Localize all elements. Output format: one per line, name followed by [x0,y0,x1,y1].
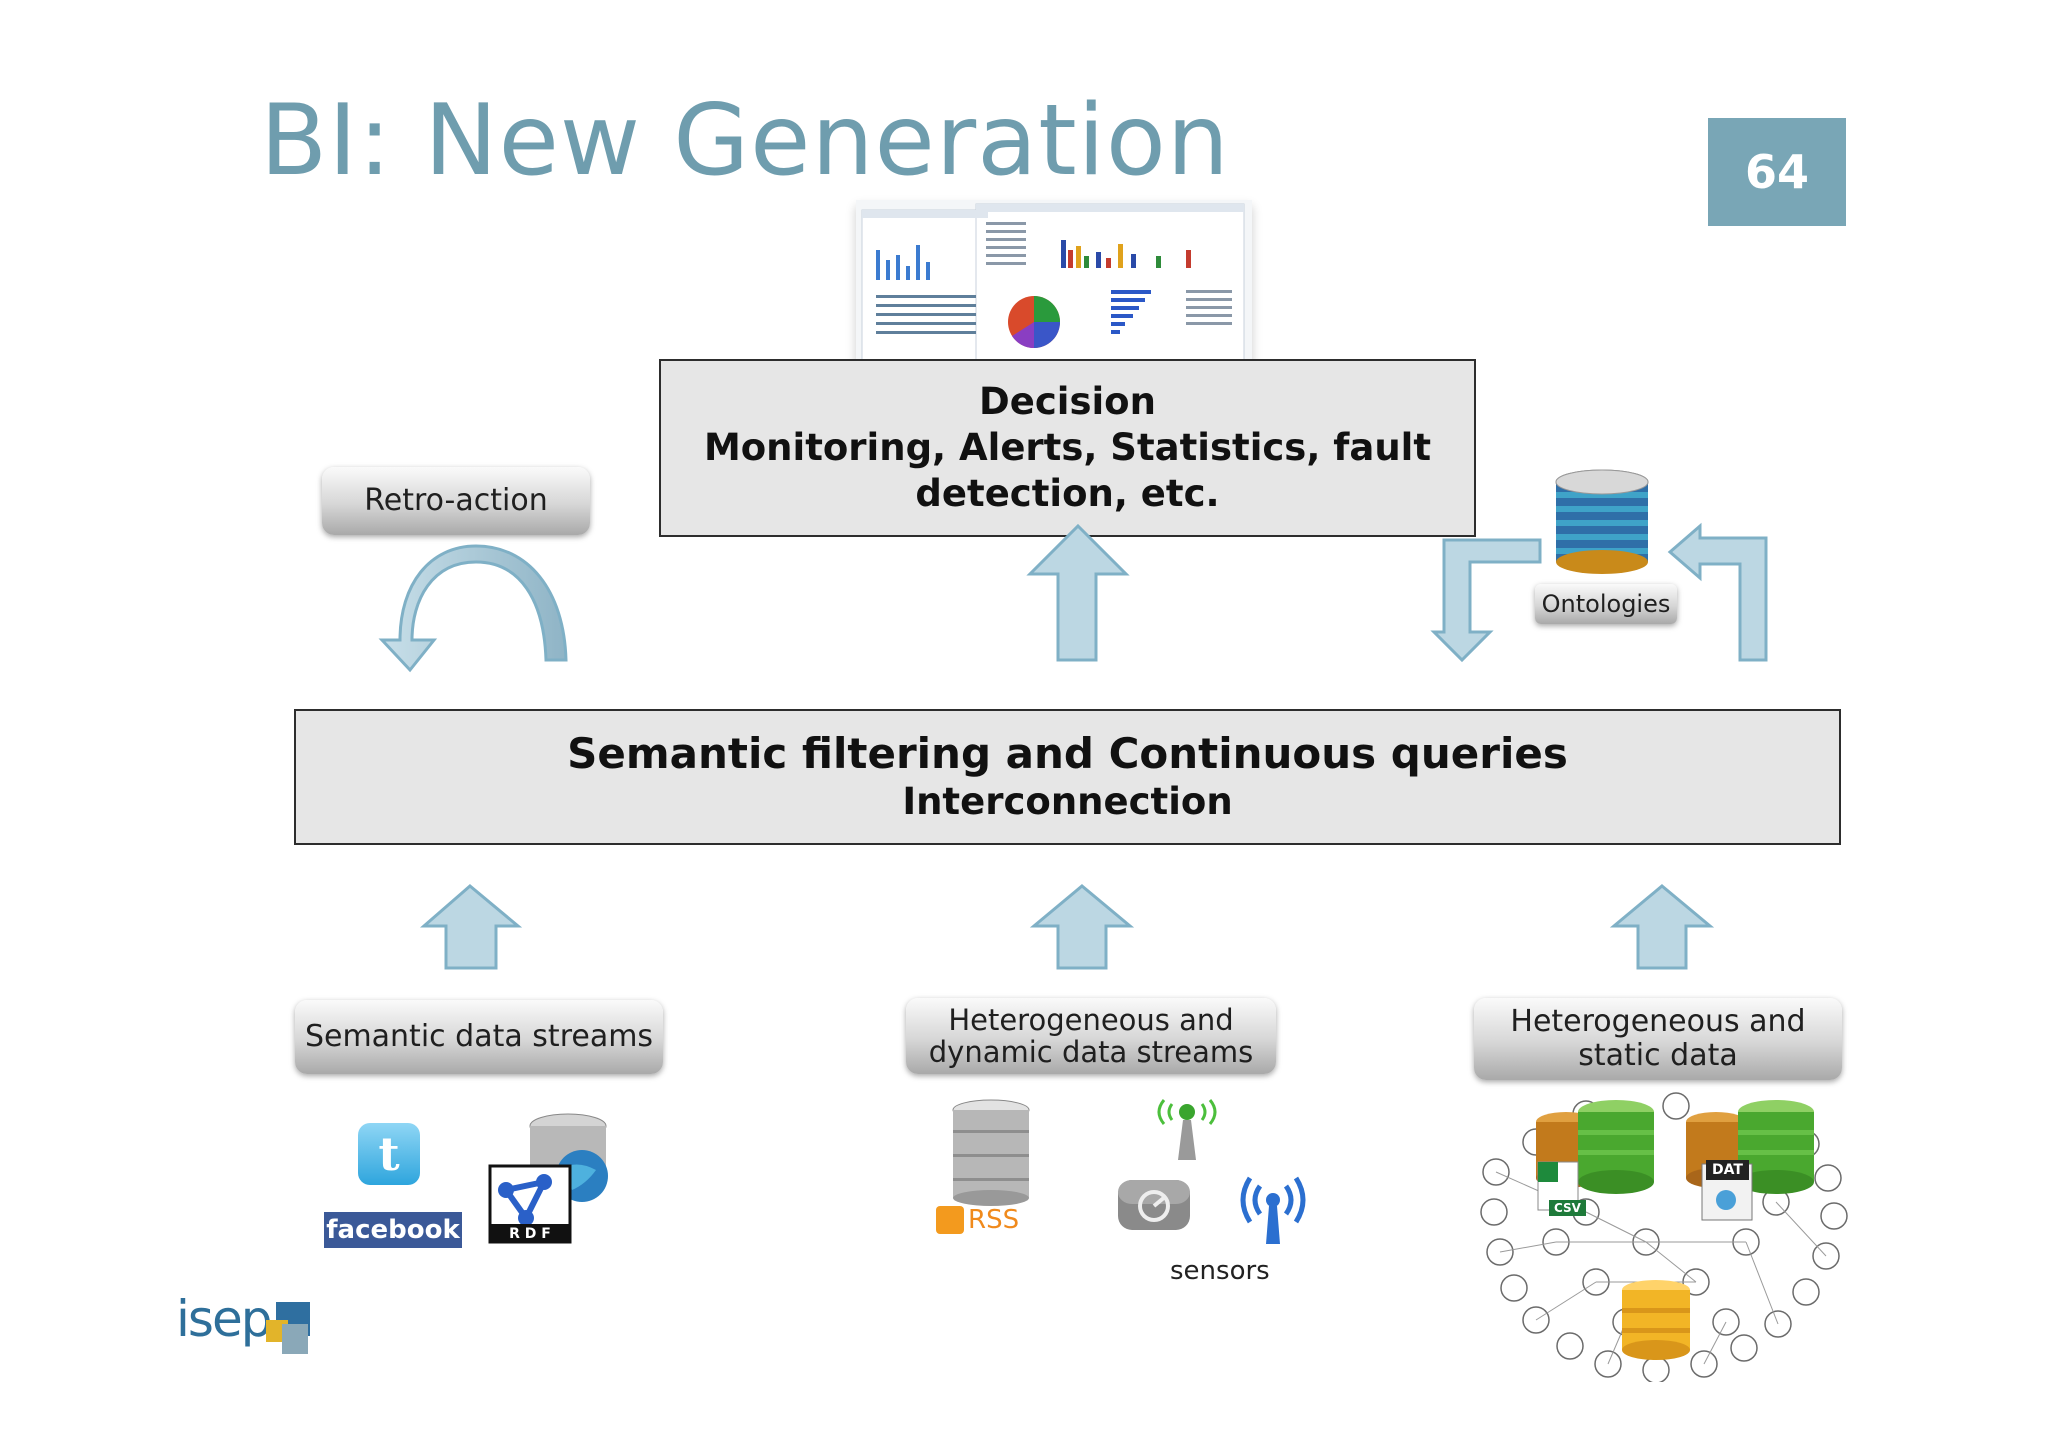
interconnection-label: Interconnection [902,780,1233,824]
ontologies-text: Ontologies [1541,589,1671,618]
up-arrow-semantic-streams [419,884,523,970]
static-data-label: Heterogeneous and static data [1474,998,1842,1080]
isep-logo-text: isep [176,1290,272,1348]
semantic-data-streams-text: Semantic data streams [304,1019,654,1055]
rdf-database-icon: R D F [488,1113,608,1244]
page-number-badge: 64 [1708,118,1846,226]
decision-line-2: Monitoring, Alerts, Statistics, fault [703,425,1432,469]
ontology-down-arrow [1430,538,1542,663]
decision-line-3: detection, etc. [915,472,1220,516]
rss-feed: RSS [936,1205,1019,1235]
retro-action-curved-arrow [378,544,568,673]
retro-action-label: Retro-action [322,467,590,535]
rss-icon [936,1206,964,1234]
rss-label: RSS [968,1205,1020,1235]
up-arrow-to-decision [1026,523,1130,662]
up-arrow-dynamic-streams [1029,884,1135,970]
facebook-logo: facebook [324,1212,462,1248]
dynamic-data-streams-label: Heterogeneous and dynamic data streams [906,998,1276,1074]
static-data-line-1: Heterogeneous and [1510,1004,1806,1040]
dynamic-data-streams-line-1: Heterogeneous and [948,1002,1234,1037]
dat-file-label: DAT [1706,1160,1749,1180]
semantic-filtering-box: Semantic filtering and Continuous querie… [294,709,1841,845]
antenna-sensor-icon [1157,1099,1217,1160]
wireless-sensor-icon [1240,1176,1306,1244]
twitter-icon: t [358,1123,420,1185]
retro-action-text: Retro-action [364,483,548,519]
sensors-label: sensors [1170,1256,1270,1286]
decision-box: Decision Monitoring, Alerts, Statistics,… [659,359,1476,537]
ontology-up-arrow [1667,522,1768,662]
semantic-filtering-heading: Semantic filtering and Continuous querie… [567,728,1568,778]
static-data-line-2: static data [1578,1038,1738,1073]
isep-logo-mark-icon [266,1302,310,1354]
dynamic-data-streams-line-2: dynamic data streams [928,1035,1254,1069]
thermometer-sensor-icon [1118,1180,1190,1230]
isep-logo: isep [176,1290,272,1348]
decision-heading: Decision [979,379,1156,423]
data-server-icon [952,1099,1030,1206]
ontology-database-icon [1555,469,1649,574]
up-arrow-static-data [1609,884,1715,970]
slide-title: BI: New Generation [260,84,1230,198]
dashboard-screenshot-image [856,200,1252,378]
linked-data-cloud-icon [1480,1092,1848,1382]
csv-file-label: CSV [1549,1200,1586,1216]
rdf-label: R D F [509,1226,551,1242]
semantic-data-streams-label: Semantic data streams [295,1000,663,1074]
ontologies-label: Ontologies [1535,584,1677,624]
